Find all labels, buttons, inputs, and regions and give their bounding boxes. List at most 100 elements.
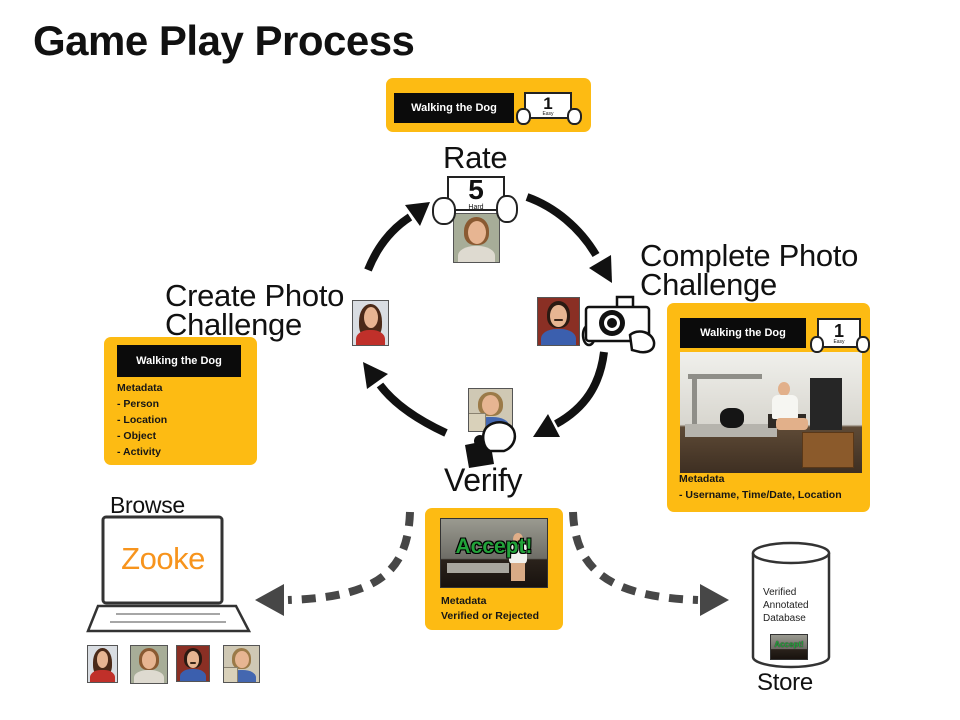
photo-face: [481, 394, 500, 416]
create-metadata: Metadata - Person - Location - Object - …: [117, 380, 167, 460]
verify-photo: Accept!: [440, 518, 548, 588]
difficulty-card-hard: 5 Hard: [432, 175, 520, 227]
label-line: Challenge: [165, 307, 302, 342]
metadata-title: Metadata: [679, 473, 725, 485]
photo-mustache: [189, 661, 197, 664]
photo-torso: [179, 669, 207, 681]
photo-torso: [90, 669, 115, 682]
complete-photo-challenge-label: Complete Photo Challenge: [640, 238, 859, 302]
photo-monitor: [224, 666, 238, 682]
arrow-complete-to-verify: [554, 351, 608, 428]
difficulty-card-face: 1 Easy: [817, 318, 861, 348]
person-photo-browser-1: [87, 645, 118, 683]
metadata-item: Verified or Rejected: [441, 610, 540, 622]
hand-icon: [496, 195, 518, 223]
metadata-item: - Person: [117, 398, 160, 410]
scene-treadmill-base: [447, 563, 509, 573]
arrowhead-to-store: [700, 584, 729, 616]
person-photo-verifier: [468, 388, 513, 432]
scene-crate: [802, 432, 854, 468]
person-photo-browser-2: [130, 645, 168, 684]
photo-face: [96, 651, 109, 669]
metadata-item: - Activity: [117, 446, 161, 458]
scene-person-head: [513, 533, 523, 545]
dashed-arrow-to-browse: [287, 511, 414, 604]
scene-treadmill-rail: [688, 374, 762, 379]
photo-face: [550, 304, 567, 328]
arrowhead-to-browse: [255, 584, 284, 616]
arrowhead-create-to-rate: [405, 202, 430, 226]
photo-torso: [133, 670, 165, 683]
photo-face: [234, 651, 249, 669]
accept-stamp: Accept!: [455, 535, 533, 558]
photo-face: [363, 307, 378, 329]
arrow-verify-to-create: [376, 382, 448, 437]
challenge-photo: [680, 352, 862, 473]
person-photo-rater: [453, 213, 500, 263]
photo-face: [467, 220, 486, 244]
metadata-title: Metadata: [441, 595, 487, 607]
difficulty-number: 1: [833, 320, 844, 341]
create-challenge-card: Walking the Dog Metadata - Person - Loca…: [104, 337, 257, 465]
difficulty-label: Easy: [542, 110, 554, 117]
label-line: Challenge: [640, 267, 777, 302]
photo-torso: [541, 329, 576, 345]
zooke-logo: Zooke: [121, 541, 205, 576]
person-photo-browser-4: [223, 645, 260, 683]
arrowhead-verify-to-create: [363, 362, 388, 389]
photo-face: [186, 650, 200, 668]
photo-face: [141, 651, 157, 669]
photo-monitor: [469, 413, 487, 431]
scene-dog: [720, 408, 744, 428]
challenge-title-box: Walking the Dog: [394, 93, 514, 123]
photo-torso: [355, 330, 386, 345]
database-label-line: Database: [763, 613, 806, 624]
difficulty-card-easy: 1 Easy: [810, 316, 870, 354]
difficulty-card-face: 1 Easy: [524, 92, 572, 119]
person-photo-creator: [352, 300, 389, 346]
arrowhead-complete-to-verify: [533, 414, 560, 437]
arrow-create-to-rate: [364, 213, 413, 272]
metadata-item: - Object: [117, 430, 157, 442]
hand-icon: [567, 108, 582, 125]
label-line: Complete Photo: [640, 238, 859, 273]
scene-person-legs: [511, 563, 525, 581]
database-label-line: Verified: [763, 587, 797, 598]
create-photo-challenge-label: Create Photo Challenge: [165, 280, 344, 342]
camera-icon: [581, 295, 656, 354]
stored-photo: Accept!: [770, 634, 808, 660]
scene-treadmill-base: [685, 424, 777, 437]
arrowhead-rate-to-complete: [589, 255, 612, 283]
arrow-rate-to-complete: [525, 193, 600, 258]
rate-label: Rate: [443, 140, 508, 175]
person-photo-photographer: [537, 297, 580, 346]
scene-person-head: [778, 382, 790, 396]
dashed-arrow-to-store: [569, 511, 699, 604]
metadata-item: - Username, Time/Date, Location: [679, 489, 842, 501]
scene-treadmill-post: [692, 374, 697, 430]
metadata-title: Metadata: [117, 382, 163, 394]
scene-person-torso: [772, 395, 798, 419]
challenge-title-box: Walking the Dog: [680, 318, 806, 348]
scene-person-legs: [776, 418, 808, 430]
browse-label: Browse: [110, 492, 185, 518]
scene-person-torso: [509, 544, 527, 564]
page-title: Game Play Process: [33, 17, 415, 64]
difficulty-card-easy: 1 Easy: [516, 90, 582, 128]
stamp-icon: [465, 421, 517, 468]
verify-card: Accept! Metadata Verified or Rejected: [425, 508, 563, 630]
metadata-item: - Location: [117, 414, 168, 426]
accept-stamp-small: Accept!: [774, 640, 804, 649]
difficulty-label: Hard: [468, 204, 484, 211]
verify-label: Verify: [444, 462, 523, 498]
verify-metadata: Metadata Verified or Rejected: [441, 594, 539, 624]
store-label: Store: [757, 669, 813, 696]
hand-icon: [856, 336, 870, 353]
laptop-icon: [86, 515, 252, 633]
photo-mustache: [554, 319, 563, 322]
hand-icon: [432, 197, 456, 225]
difficulty-card-face: 5 Hard: [447, 176, 505, 211]
difficulty-number: 1: [543, 93, 553, 113]
difficulty-label: Easy: [833, 338, 845, 345]
